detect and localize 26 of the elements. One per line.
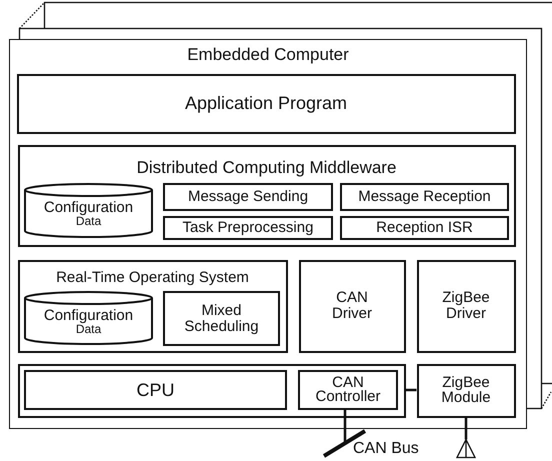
module-box: ZigBee Module [416, 364, 516, 418]
os-layer-box [18, 260, 288, 352]
driver-box: ZigBee Driver [416, 260, 516, 352]
controller-box: CAN Controller [298, 370, 398, 410]
bus-label: CAN Bus [353, 441, 419, 457]
computer-frame [9, 39, 527, 429]
module-box: Task Preprocessing [163, 216, 333, 240]
layer-title: Embedded Computer [186, 46, 350, 64]
processor-box: CPU [24, 370, 287, 410]
connector-line [344, 410, 346, 443]
module-box: Mixed Scheduling [163, 291, 280, 346]
store-label: Configuration [44, 200, 134, 215]
store-sublabel: Data [76, 322, 102, 334]
software-layer-box: Application Program [16, 74, 516, 134]
store-sublabel: Data [76, 215, 102, 227]
module-box: Message Sending [163, 183, 333, 211]
store-label: Configuration [44, 308, 134, 322]
layer-title: Real-Time Operating System [55, 270, 250, 286]
hardware-box [18, 364, 406, 418]
connector-line [406, 388, 416, 392]
layer-title: Distributed Computing Middleware [136, 158, 398, 176]
middleware-layer-box [18, 144, 516, 246]
module-box: Message Reception [340, 183, 509, 211]
connector-line [456, 418, 476, 458]
driver-box: CAN Driver [298, 260, 406, 352]
module-box: Reception ISR [340, 216, 509, 240]
